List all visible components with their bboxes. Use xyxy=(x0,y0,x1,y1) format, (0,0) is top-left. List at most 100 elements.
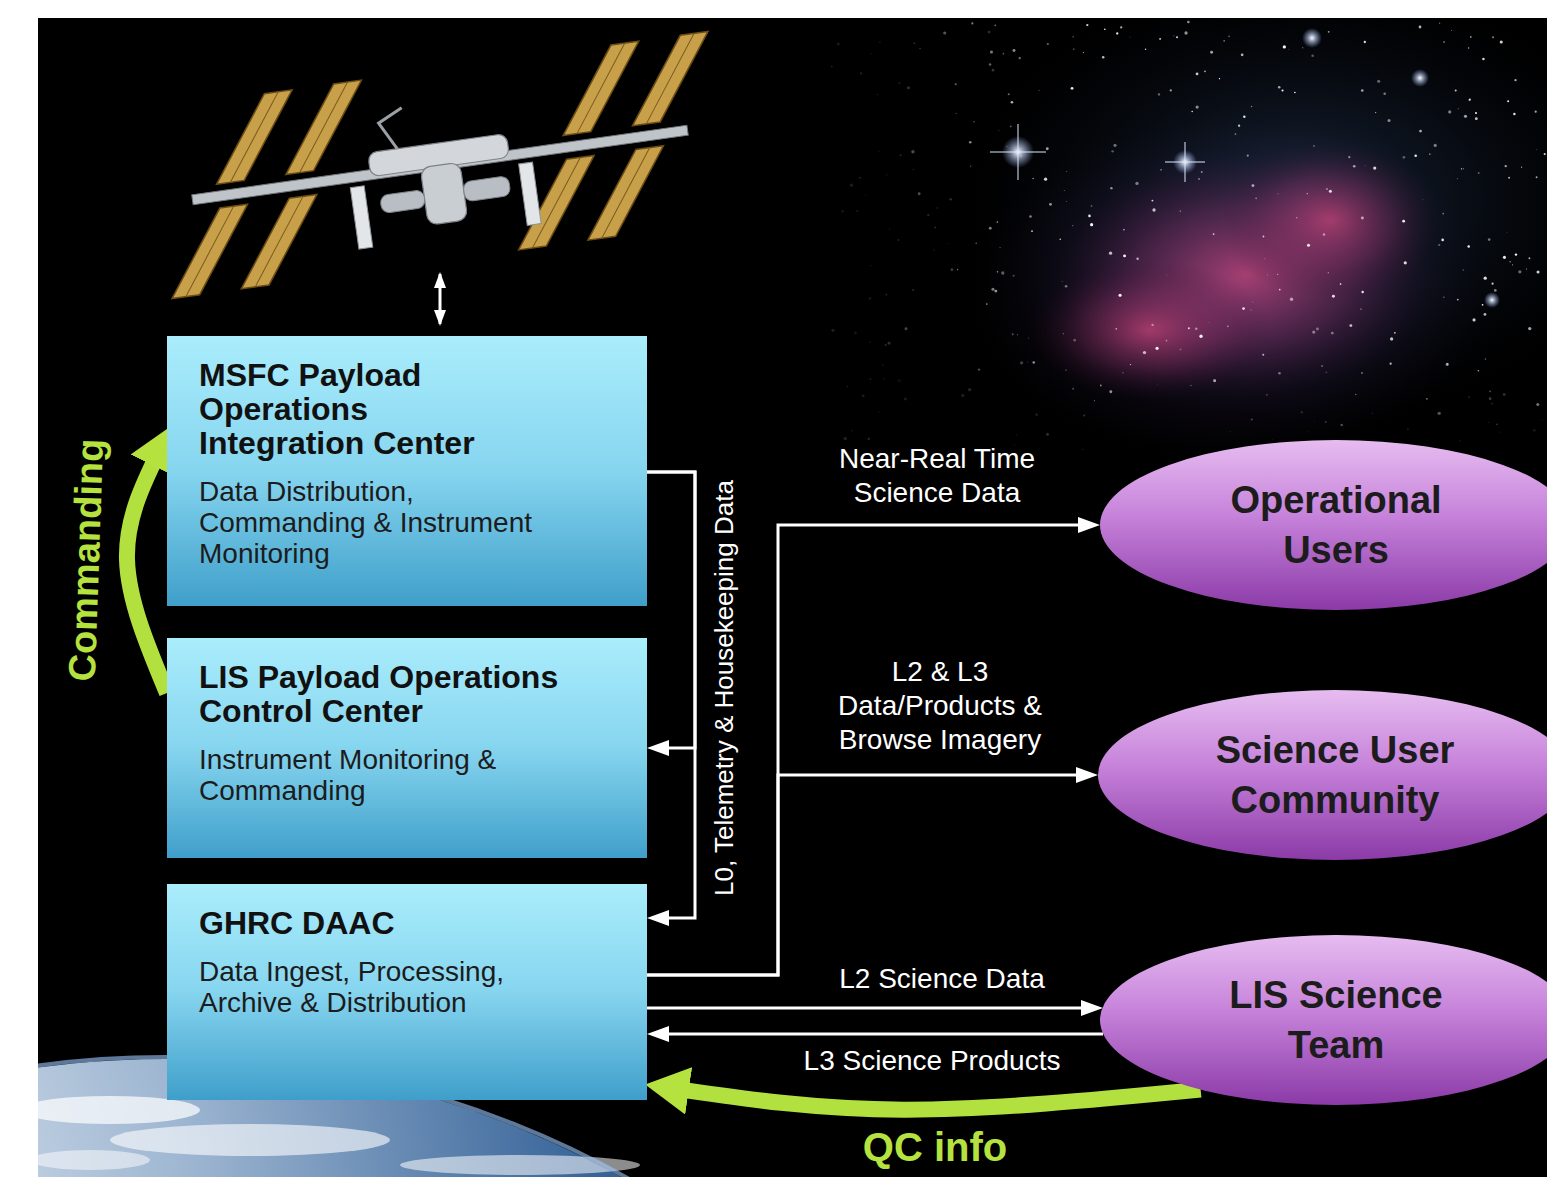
star xyxy=(862,178,863,179)
star xyxy=(1019,57,1021,59)
star xyxy=(1120,26,1122,28)
star xyxy=(844,437,847,440)
star xyxy=(1443,297,1444,298)
star xyxy=(988,31,991,34)
star xyxy=(1083,415,1085,417)
star xyxy=(1072,36,1073,37)
star xyxy=(1176,36,1178,38)
star xyxy=(1404,261,1407,264)
star xyxy=(1166,274,1168,276)
star xyxy=(1464,115,1467,118)
nebula xyxy=(831,18,1547,460)
star xyxy=(1503,256,1506,259)
star xyxy=(949,198,952,201)
star xyxy=(970,166,971,167)
star xyxy=(1422,198,1424,200)
star xyxy=(870,378,872,380)
star xyxy=(1414,154,1417,157)
star xyxy=(898,239,899,240)
star xyxy=(1340,424,1343,427)
star xyxy=(1459,440,1461,442)
star xyxy=(927,214,930,217)
star xyxy=(950,268,953,271)
star xyxy=(859,177,861,179)
star xyxy=(1489,397,1492,400)
star xyxy=(856,210,858,212)
star xyxy=(1427,440,1429,442)
star xyxy=(1326,188,1328,190)
star xyxy=(1451,30,1453,32)
star xyxy=(1536,403,1539,406)
star xyxy=(986,303,988,305)
star xyxy=(1083,52,1084,53)
star xyxy=(919,48,921,50)
star xyxy=(1446,363,1448,365)
bright-star xyxy=(1484,292,1500,308)
star xyxy=(1152,208,1155,211)
star xyxy=(1279,289,1281,291)
star xyxy=(1509,261,1510,262)
star xyxy=(1482,304,1484,306)
star xyxy=(994,290,997,293)
star xyxy=(1492,36,1494,38)
star xyxy=(1035,413,1037,415)
star xyxy=(1340,283,1342,285)
star xyxy=(1170,89,1172,91)
star xyxy=(1210,51,1213,54)
star xyxy=(1360,308,1362,310)
star xyxy=(1494,289,1497,292)
star xyxy=(1032,178,1034,180)
star xyxy=(882,364,884,366)
star xyxy=(1513,113,1515,115)
star xyxy=(1272,439,1274,441)
star xyxy=(989,63,992,66)
star xyxy=(1349,324,1352,327)
star xyxy=(1507,100,1509,102)
star xyxy=(1204,70,1206,72)
star xyxy=(907,86,910,89)
star xyxy=(1361,372,1363,374)
star xyxy=(1442,213,1444,215)
star xyxy=(1544,153,1546,155)
star xyxy=(879,41,881,43)
star xyxy=(1332,295,1335,298)
star xyxy=(1294,92,1296,94)
ellipse-fill xyxy=(1100,935,1547,1105)
star xyxy=(1515,253,1517,255)
box-title: MSFC Payload Operations Integration Cent… xyxy=(199,358,519,460)
ellipse-shape xyxy=(1098,690,1547,860)
star xyxy=(1228,36,1230,38)
star xyxy=(1109,390,1112,393)
star xyxy=(1307,193,1308,194)
star xyxy=(1016,434,1017,435)
star xyxy=(994,24,996,26)
star xyxy=(1281,89,1283,91)
cloud xyxy=(38,1096,200,1124)
star xyxy=(1426,398,1428,400)
star xyxy=(1390,363,1392,365)
star xyxy=(914,43,915,44)
star xyxy=(1046,433,1049,436)
downlink-arrow xyxy=(439,274,442,324)
star xyxy=(1072,225,1073,226)
star xyxy=(1188,327,1190,329)
star xyxy=(911,150,914,153)
star xyxy=(992,69,995,72)
star xyxy=(865,194,866,195)
star xyxy=(1467,245,1469,247)
star xyxy=(955,83,957,85)
star xyxy=(885,344,887,346)
star xyxy=(1316,328,1319,331)
star xyxy=(918,192,921,195)
star xyxy=(1387,119,1390,122)
box-body: Data Distribution, Commanding & Instrume… xyxy=(199,476,569,569)
star xyxy=(1251,309,1252,310)
star xyxy=(1020,361,1023,364)
star xyxy=(1290,298,1293,301)
star xyxy=(1419,130,1422,133)
star xyxy=(1277,274,1278,275)
star xyxy=(943,31,946,34)
star xyxy=(1329,190,1332,193)
star xyxy=(1323,233,1326,236)
star xyxy=(1191,111,1192,112)
